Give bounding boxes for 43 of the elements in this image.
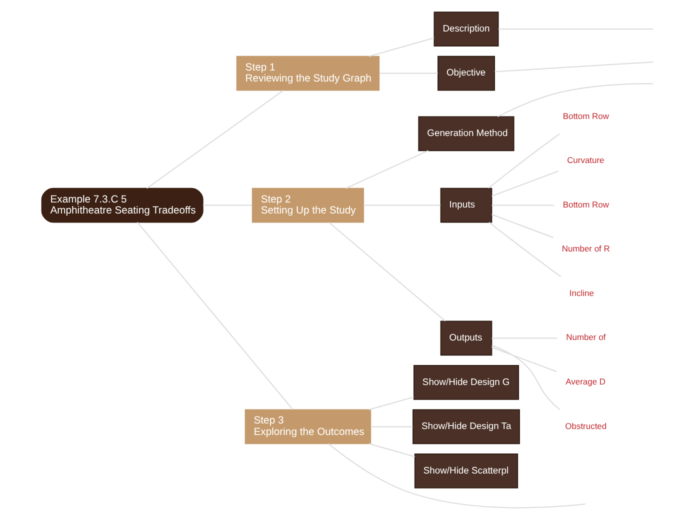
connector bbox=[146, 90, 284, 189]
node-box: Step 2 Setting Up the Study bbox=[252, 188, 364, 223]
node-box: Step 3 Exploring the Outcomes bbox=[244, 409, 372, 444]
connector bbox=[494, 62, 654, 72]
node-text: Number of bbox=[566, 332, 606, 342]
node-box: Example 7.3.C 5 Amphitheatre Seating Tradeoffs bbox=[41, 188, 204, 223]
connector bbox=[379, 72, 438, 74]
node-text: Bottom Row bbox=[562, 199, 609, 210]
connector bbox=[328, 222, 446, 322]
connector bbox=[492, 344, 560, 410]
connector bbox=[492, 204, 554, 206]
connector bbox=[368, 396, 414, 410]
connector bbox=[203, 204, 252, 206]
node-text: Bottom Row bbox=[562, 110, 609, 121]
node-box: Show/Hide Scatterpl bbox=[414, 454, 518, 488]
connector bbox=[492, 346, 557, 372]
connector bbox=[328, 443, 586, 508]
connector bbox=[346, 150, 428, 189]
node-box: Outputs bbox=[440, 320, 492, 356]
connector bbox=[498, 83, 654, 118]
connector bbox=[488, 222, 562, 278]
connector bbox=[368, 443, 415, 458]
node-box: Inputs bbox=[440, 188, 492, 223]
connector bbox=[370, 426, 413, 428]
connector bbox=[364, 204, 441, 206]
node-box: Step 1 Reviewing the Study Graph bbox=[236, 56, 380, 91]
node-box: Show/Hide Design G bbox=[413, 364, 520, 400]
connector bbox=[368, 37, 434, 57]
node-text: Obstructed bbox=[565, 420, 607, 431]
node-box: Show/Hide Design Ta bbox=[412, 409, 520, 444]
connector bbox=[498, 28, 654, 30]
node-text: Average D bbox=[566, 376, 606, 386]
connector bbox=[492, 214, 554, 238]
node-text: Curvature bbox=[567, 155, 604, 166]
node-box: Generation Method bbox=[418, 116, 514, 152]
connector bbox=[492, 170, 559, 197]
node-box: Objective bbox=[438, 56, 495, 91]
node-text: Incline bbox=[569, 288, 594, 298]
connector bbox=[488, 133, 560, 189]
connector bbox=[492, 338, 558, 339]
node-text: Number of R bbox=[562, 244, 610, 254]
node-box: Description bbox=[434, 12, 499, 46]
connector bbox=[136, 222, 294, 410]
